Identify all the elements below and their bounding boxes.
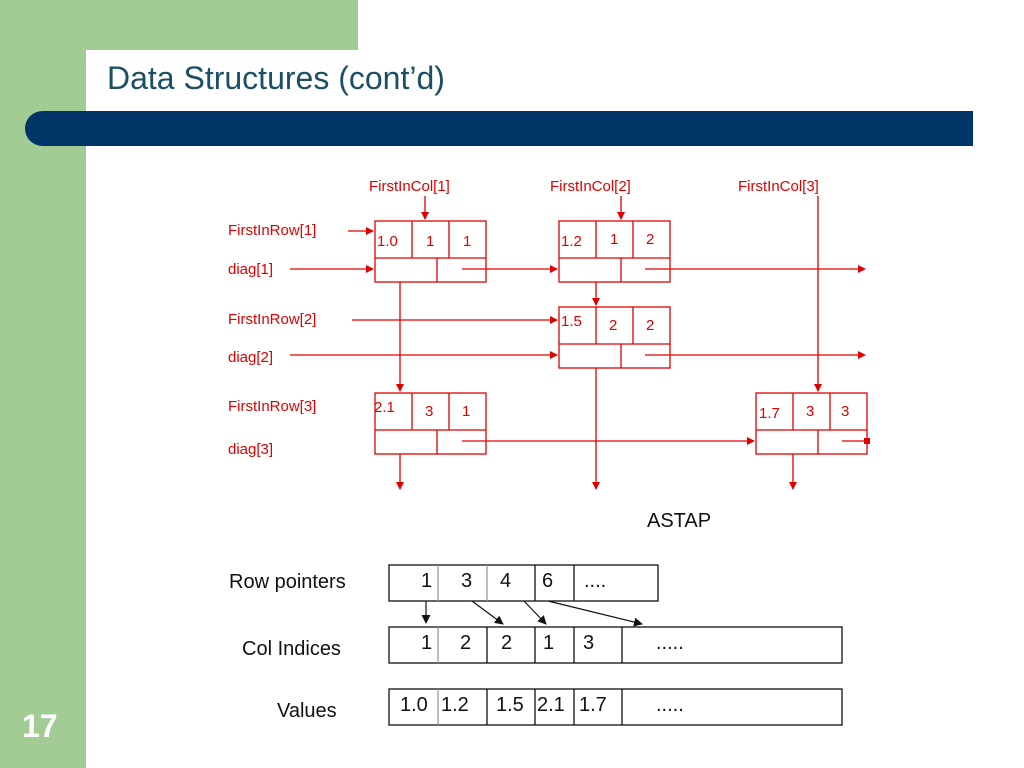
colindex-cell: 1: [543, 632, 554, 654]
row-label-firstinrow3: FirstInRow[3]: [228, 398, 316, 415]
astap-row-label-values: Values: [277, 700, 337, 722]
colindex-cell: 1: [421, 632, 432, 654]
node-row: 3: [425, 403, 433, 420]
null-terminator: [864, 438, 870, 444]
value-cell: .....: [656, 694, 684, 716]
col-header-3: FirstInCol[3]: [738, 178, 819, 195]
node-value: 1.0: [377, 233, 398, 250]
value-cell: 2.1: [537, 694, 565, 716]
node-value: 1.2: [561, 233, 582, 250]
astap-row-label-colindices: Col Indices: [242, 638, 341, 660]
colindex-cell: 2: [460, 632, 471, 654]
rowpointer-cell: 4: [500, 570, 511, 592]
rowpointer-cell: 1: [421, 570, 432, 592]
rowpointers-array: [388, 564, 659, 602]
row-label-diag3: diag[3]: [228, 441, 273, 458]
astap-pointer-arrows: [421, 600, 643, 627]
node-value: 1.5: [561, 313, 582, 330]
node-col: 3: [841, 403, 849, 420]
node-col: 2: [646, 317, 654, 334]
rowpointer-cell: 3: [461, 570, 472, 592]
node-value: 2.1: [374, 399, 395, 416]
slide-title: Data Structures (cont’d): [107, 60, 445, 96]
astap-title: ASTAP: [647, 510, 711, 532]
slide-number: 17: [22, 708, 58, 744]
value-cell: 1.2: [441, 694, 469, 716]
row-label-diag1: diag[1]: [228, 261, 273, 278]
node-col: 1: [462, 403, 470, 420]
node-row: 2: [609, 317, 617, 334]
node-1-2: [558, 220, 671, 283]
colindex-cell: 3: [583, 632, 594, 654]
colindex-cell: 2: [501, 632, 512, 654]
node-1-1: [374, 220, 487, 283]
row-label-firstinrow1: FirstInRow[1]: [228, 222, 316, 239]
value-cell: 1.0: [400, 694, 428, 716]
astap-row-label-rowpointers: Row pointers: [229, 571, 346, 593]
node-row: 1: [426, 233, 434, 250]
row-label-diag2: diag[2]: [228, 349, 273, 366]
node-row: 3: [806, 403, 814, 420]
row-label-firstinrow2: FirstInRow[2]: [228, 311, 316, 328]
content-area: [86, 50, 1024, 768]
colindices-array: [388, 626, 843, 664]
col-header-1: FirstInCol[1]: [369, 178, 450, 195]
rowpointer-cell: 6: [542, 570, 553, 592]
astap-grid: [388, 564, 843, 726]
values-array: [388, 688, 843, 726]
node-value: 1.7: [759, 405, 780, 422]
rowpointer-cell: ....: [584, 570, 606, 592]
title-bar: [25, 111, 973, 146]
node-col: 2: [646, 231, 654, 248]
value-cell: 1.7: [579, 694, 607, 716]
node-col: 1: [463, 233, 471, 250]
node-2-2: [558, 306, 671, 369]
linked-structure: [290, 196, 868, 490]
top-green-band: [0, 0, 358, 50]
col-header-2: FirstInCol[2]: [550, 178, 631, 195]
node-row: 1: [610, 231, 618, 248]
colindex-cell: .....: [656, 632, 684, 654]
node-3-3: [755, 392, 868, 455]
node-3-1: [374, 392, 487, 455]
value-cell: 1.5: [496, 694, 524, 716]
